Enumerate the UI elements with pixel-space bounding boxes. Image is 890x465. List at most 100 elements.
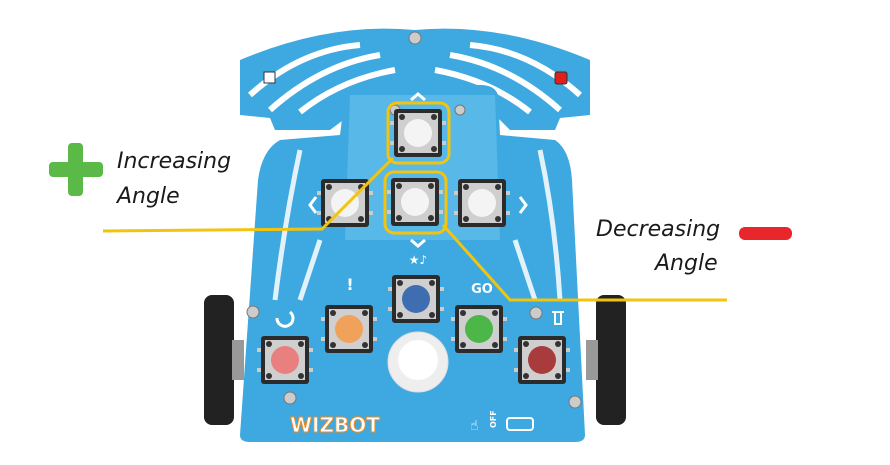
decreasing-label-line1: Decreasing	[596, 217, 721, 242]
button-corner	[492, 342, 498, 348]
button-pin	[388, 287, 392, 291]
minus-icon	[739, 227, 792, 240]
button-corner	[266, 373, 272, 379]
button-music[interactable]	[388, 275, 444, 323]
button-pin	[373, 317, 377, 321]
button-pin	[440, 287, 444, 291]
button-cap	[271, 346, 299, 374]
button-right[interactable]	[454, 179, 510, 227]
button-cap	[404, 119, 432, 147]
button-corner	[523, 373, 529, 379]
button-pin	[309, 348, 313, 352]
button-corner	[330, 310, 336, 316]
button-pin	[373, 337, 377, 341]
button-pin	[566, 368, 570, 372]
button-corner	[460, 310, 466, 316]
button-up[interactable]	[390, 109, 446, 157]
button-corner	[463, 184, 469, 190]
button-corner	[428, 215, 434, 221]
button-pin	[369, 211, 373, 215]
white-led	[263, 71, 276, 84]
switch-off-label: OFF	[489, 410, 498, 428]
button-corner	[298, 373, 304, 379]
button-pin	[387, 190, 391, 194]
button-corner	[397, 312, 403, 318]
button-pin	[439, 210, 443, 214]
button-pin	[506, 211, 510, 215]
power-switch[interactable]	[506, 417, 534, 431]
button-corner	[431, 146, 437, 152]
music-star-icon: ★♪	[409, 253, 427, 267]
plus-icon	[49, 143, 103, 196]
right-wheel	[586, 295, 626, 425]
button-pin	[321, 337, 325, 341]
body-stripes	[272, 149, 563, 301]
button-corner	[358, 216, 364, 222]
button-corner	[555, 373, 561, 379]
button-pin	[317, 191, 321, 195]
button-corner	[326, 184, 332, 190]
button-cap	[468, 189, 496, 217]
button-cap	[465, 315, 493, 343]
button-corner	[555, 341, 561, 347]
highlight-boxes	[383, 101, 451, 235]
button-pin	[454, 211, 458, 215]
button-cap	[335, 315, 363, 343]
button-pin	[503, 317, 507, 321]
button-corner	[330, 342, 336, 348]
button-corner	[429, 312, 435, 318]
button-cap	[528, 346, 556, 374]
button-pin	[566, 348, 570, 352]
increasing-label-line1: Increasing	[117, 149, 232, 174]
button-pin	[390, 121, 394, 125]
button-pin	[454, 191, 458, 195]
button-pin	[321, 317, 325, 321]
button-corner	[399, 146, 405, 152]
button-pin	[506, 191, 510, 195]
button-pin	[514, 368, 518, 372]
button-pin	[503, 337, 507, 341]
button-reset[interactable]	[257, 336, 313, 384]
button-pin	[442, 141, 446, 145]
button-corner	[266, 341, 272, 347]
button-pin	[440, 307, 444, 311]
button-alert[interactable]	[321, 305, 377, 353]
dpad-arrows	[308, 92, 528, 248]
button-corner	[492, 310, 498, 316]
red-led	[554, 71, 568, 85]
button-pin	[390, 141, 394, 145]
button-pin	[442, 121, 446, 125]
button-left[interactable]	[317, 179, 373, 227]
button-cap	[331, 189, 359, 217]
button-corner	[399, 114, 405, 120]
button-corner	[362, 342, 368, 348]
button-corner	[495, 184, 501, 190]
increasing-pointer-line	[102, 156, 395, 233]
wizbot-logo: WIZBOT	[290, 413, 380, 437]
button-pin	[369, 191, 373, 195]
button-pin	[514, 348, 518, 352]
screws	[246, 31, 582, 409]
ball-highlight	[398, 340, 438, 380]
button-cap	[401, 188, 429, 216]
button-pin	[257, 368, 261, 372]
button-delete[interactable]	[514, 336, 570, 384]
left-wheel	[204, 295, 244, 425]
button-pin	[317, 211, 321, 215]
touch-icon: ☝	[470, 418, 479, 434]
decreasing-label-line2: Angle	[655, 251, 718, 276]
alert-label: !	[346, 275, 353, 294]
trash-icon	[552, 311, 564, 325]
button-corner	[396, 183, 402, 189]
button-corner	[396, 215, 402, 221]
button-go[interactable]	[451, 305, 507, 353]
button-pin	[387, 210, 391, 214]
button-center[interactable]	[387, 178, 443, 226]
decreasing-pointer-line	[441, 224, 727, 302]
button-pin	[451, 337, 455, 341]
button-corner	[495, 216, 501, 222]
button-pin	[439, 190, 443, 194]
reset-icon	[275, 310, 295, 328]
button-corner	[362, 310, 368, 316]
